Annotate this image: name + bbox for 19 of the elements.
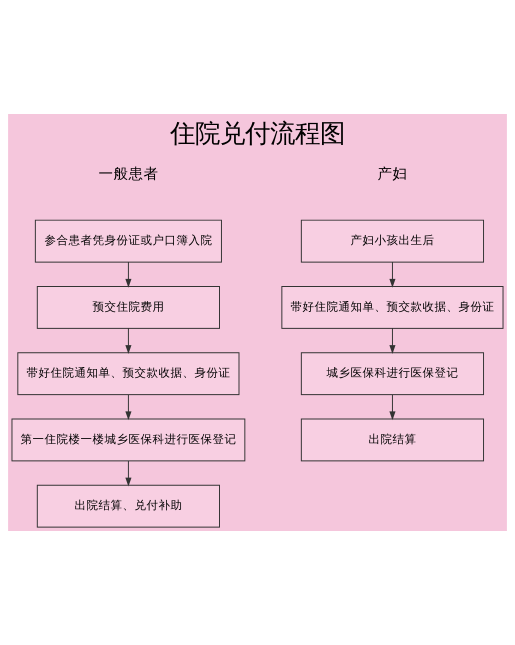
node-box: 参合患者凭身份证或户口簿入院: [34, 220, 222, 263]
node-box: 第一住院楼一楼城乡医保科进行医保登记: [11, 418, 246, 462]
node-box: 出院结算: [300, 418, 484, 462]
arrow: [125, 394, 132, 420]
node-box: 预交住院费用: [36, 286, 220, 329]
node-box: 城乡医保科进行医保登记: [300, 352, 484, 396]
label: 一般患者: [98, 165, 158, 182]
arrow: [125, 328, 132, 354]
arrow: [389, 262, 396, 288]
arrow: [389, 394, 396, 420]
node-box: 带好住院通知单、预交款收据、身份证: [281, 286, 504, 329]
diagram-title: 住院兑付流程图: [170, 118, 345, 148]
arrow: [125, 460, 132, 486]
arrow: [389, 328, 396, 354]
node-box: 带好住院通知单、预交款收据、身份证: [17, 352, 240, 396]
node-box: 产妇小孩出生后: [300, 220, 484, 263]
arrow: [125, 262, 132, 288]
node-box: 出院结算、兑付补助: [36, 484, 220, 528]
label: 产妇: [377, 165, 408, 182]
